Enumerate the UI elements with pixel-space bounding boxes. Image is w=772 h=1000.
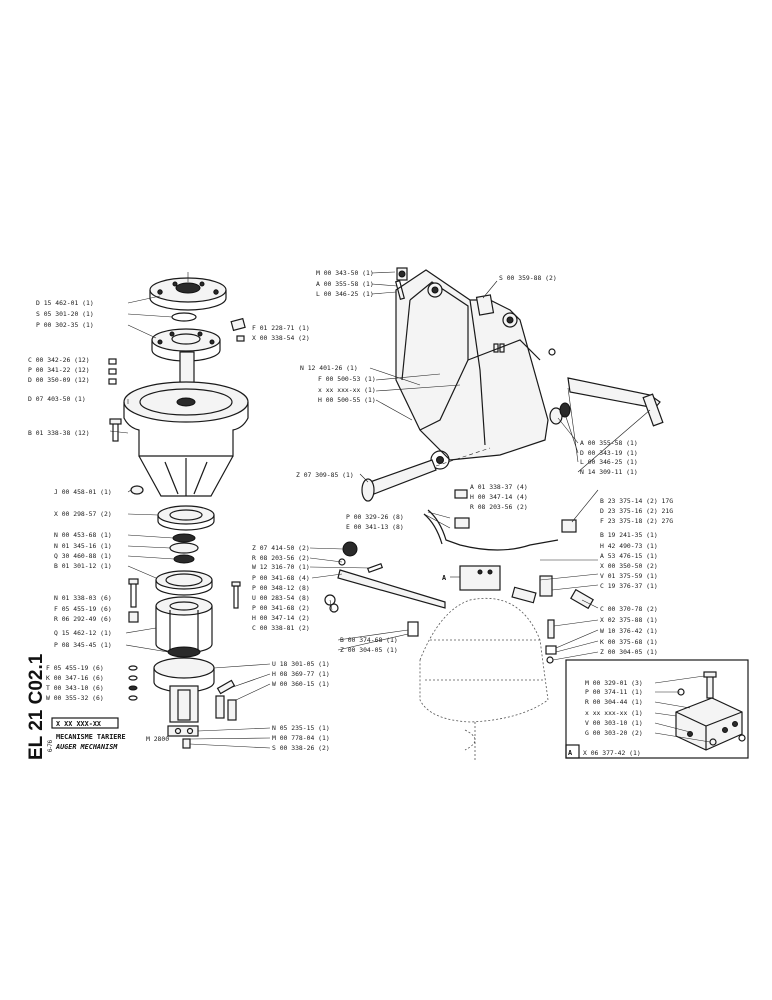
part-label: R 08 203-56 (2) xyxy=(470,503,528,511)
model-label: M 2800 xyxy=(146,735,169,743)
part-label: H 00 347-14 (2) xyxy=(252,614,310,622)
part-label: K 00 375-68 (1) xyxy=(600,638,658,646)
part-label: B 01 301-12 (1) xyxy=(54,562,112,570)
part-label: R 06 292-49 (6) xyxy=(54,615,112,623)
part-label: P 00 348-12 (8) xyxy=(252,584,310,592)
part-label: S 05 301-20 (1) xyxy=(36,310,94,318)
part-label: C 00 342-26 (12) xyxy=(28,356,90,364)
part-label: N 05 235-15 (1) xyxy=(272,724,330,732)
title-french: MECANISME TARIERE xyxy=(56,733,126,741)
part-label: P 00 374-11 (1) xyxy=(585,688,643,696)
part-label: B 01 338-38 (12) xyxy=(28,429,90,437)
part-label: T 00 343-10 (6) xyxy=(46,684,104,692)
part-label: L 00 346-25 (1) xyxy=(316,290,374,298)
part-label: L 00 346-25 (1) xyxy=(580,458,638,466)
part-label: N 14 309-11 (1) xyxy=(580,468,638,476)
part-label: N 00 453-68 (1) xyxy=(54,531,112,539)
detail-callout-letter: A xyxy=(568,749,572,757)
title-english: AUGER MECHANISM xyxy=(55,743,118,751)
right-top-labels: M 00 343-50 (1) A 00 355-58 (1) L 00 346… xyxy=(296,269,638,479)
part-label: F 05 455-19 (6) xyxy=(54,605,112,613)
part-label: x xx xxx-xx (1) xyxy=(318,386,376,394)
part-label: Z 00 304-05 (1) xyxy=(600,648,658,656)
part-label: X 02 375-88 (1) xyxy=(600,616,658,624)
part-label: A 53 476-15 (1) xyxy=(600,552,658,560)
part-label: Z 07 309-85 (1) xyxy=(296,471,354,479)
part-label: P 08 345-45 (1) xyxy=(54,641,112,649)
part-label: H 00 500-55 (1) xyxy=(318,396,376,404)
part-label: E 00 341-13 (8) xyxy=(346,523,404,531)
part-label: X 00 298-57 (2) xyxy=(54,510,112,518)
part-label: F 05 455-19 (6) xyxy=(46,664,104,672)
part-label: C 19 376-37 (1) xyxy=(600,582,658,590)
left-labels: D 15 462-01 (1) S 05 301-20 (1) P 00 302… xyxy=(28,299,112,702)
part-label: G 00 303-20 (2) xyxy=(585,729,643,737)
edition-code: 6-76 xyxy=(48,739,54,752)
part-label: R 08 203-56 (2) xyxy=(252,554,310,562)
part-label: H 00 347-14 (4) xyxy=(470,493,528,501)
ref-box-text: X XX XXX-XX xyxy=(56,720,101,728)
part-label: D 23 375-16 (2) 21G xyxy=(600,507,673,515)
part-label: A 01 338-37 (4) xyxy=(470,483,528,491)
part-label: N 01 345-16 (1) xyxy=(54,542,112,550)
part-label: W 12 316-70 (1) xyxy=(252,563,310,571)
part-label: C 00 370-78 (2) xyxy=(600,605,658,613)
part-label: W 00 360-15 (1) xyxy=(272,680,330,688)
part-label: P 00 341-22 (12) xyxy=(28,366,90,374)
part-label: X 00 350-50 (2) xyxy=(600,562,658,570)
part-label: P 00 341-68 (4) xyxy=(252,574,310,582)
part-label: W 00 355-32 (6) xyxy=(46,694,104,702)
auger-stack-drawing xyxy=(108,272,249,749)
part-label: F 23 375-18 (2) 27G xyxy=(600,517,673,525)
part-label: U 18 301-05 (1) xyxy=(272,660,330,668)
part-label: A 00 355-58 (1) xyxy=(580,439,638,447)
part-label: N 01 338-03 (6) xyxy=(54,594,112,602)
part-label: H 42 490-73 (1) xyxy=(600,542,658,550)
part-label: P 00 341-68 (2) xyxy=(252,604,310,612)
part-label: Z 00 304-05 (1) xyxy=(340,646,398,654)
part-label: H 08 369-77 (1) xyxy=(272,670,330,678)
part-label: M 00 343-50 (1) xyxy=(316,269,374,277)
part-label: F 01 228-71 (1) xyxy=(252,324,310,332)
part-label: U 00 283-54 (8) xyxy=(252,594,310,602)
part-label: Q 15 462-12 (1) xyxy=(54,629,112,637)
detail-ref-label: X 06 377-42 (1) xyxy=(583,749,641,757)
part-label: A 00 355-58 (1) xyxy=(316,280,374,288)
detail-a-drawing xyxy=(565,659,749,759)
part-label: S 00 338-26 (2) xyxy=(272,744,330,752)
part-label: J 00 458-01 (1) xyxy=(54,488,112,496)
part-label: V 01 375-59 (1) xyxy=(600,572,658,580)
part-label: D 15 462-01 (1) xyxy=(36,299,94,307)
part-label: R 00 304-44 (1) xyxy=(585,698,643,706)
title-block: X XX XXX-XX MECANISME TARIERE AUGER MECH… xyxy=(26,653,169,760)
sheet-code: EL 21 C02.1 xyxy=(26,653,47,760)
part-label: K 00 347-16 (6) xyxy=(46,674,104,682)
part-label: M 00 778-04 (1) xyxy=(272,734,330,742)
part-label: V 00 303-10 (1) xyxy=(585,719,643,727)
part-label: Z 07 414-50 (2) xyxy=(252,544,310,552)
part-label: B 19 241-35 (1) xyxy=(600,531,658,539)
part-label: W 10 376-42 (1) xyxy=(600,627,658,635)
detail-labels: M 00 329-01 (3) P 00 374-11 (1) R 00 304… xyxy=(568,679,643,757)
right-mid-labels: A 01 338-37 (4) H 00 347-14 (4) R 08 203… xyxy=(346,483,673,656)
part-label: D 00 343-19 (1) xyxy=(580,449,638,457)
part-label: B 00 374-68 (1) xyxy=(340,636,398,644)
bracket-frame-drawing xyxy=(189,267,664,760)
part-label: C 00 338-81 (2) xyxy=(252,624,310,632)
part-label: S 00 359-88 (2) xyxy=(499,274,557,282)
valve-callout-letter: A xyxy=(442,574,446,582)
part-label: X 00 338-54 (2) xyxy=(252,334,310,342)
mid-labels: F 01 228-71 (1) X 00 338-54 (2) Z 07 414… xyxy=(252,324,398,752)
part-label: N 12 401-26 (1) xyxy=(300,364,358,372)
part-label: P 00 329-26 (8) xyxy=(346,513,404,521)
part-label: Q 30 460-88 (1) xyxy=(54,552,112,560)
part-label: M 00 329-01 (3) xyxy=(585,679,643,687)
part-label: P 00 302-35 (1) xyxy=(36,321,94,329)
part-label: B 23 375-14 (2) 17G xyxy=(600,497,673,505)
part-label: D 00 350-09 (12) xyxy=(28,376,90,384)
part-label: D 07 403-50 (1) xyxy=(28,395,86,403)
part-label: x xx xxx-xx (1) xyxy=(585,709,643,717)
part-label: F 00 500-53 (1) xyxy=(318,375,376,383)
